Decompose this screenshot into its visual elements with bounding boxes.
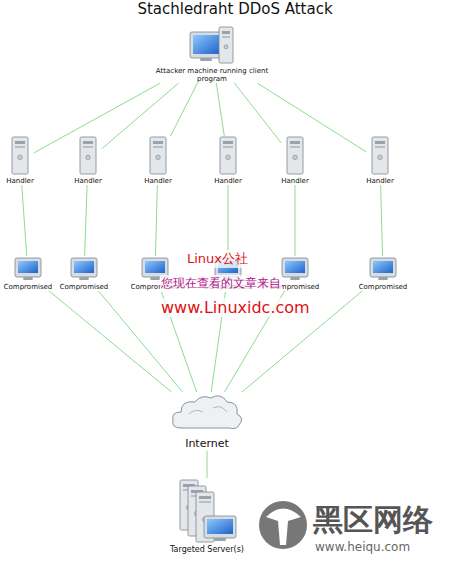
server-icon	[9, 136, 31, 176]
node-label: Handler	[366, 177, 394, 185]
node-label: Handler	[214, 177, 242, 185]
network-link	[85, 185, 88, 256]
compromised-node: Compromised	[4, 256, 53, 291]
diagram-title: Stachledraht DDoS Attack	[0, 0, 470, 18]
heiqu-logo	[259, 501, 307, 549]
network-link	[381, 185, 383, 256]
server-icon	[369, 136, 391, 176]
server-icon	[284, 136, 306, 176]
network-link	[216, 83, 224, 136]
watermark-text: 您现在查看的文章来自	[160, 275, 282, 292]
logo-disc	[259, 501, 307, 549]
monitor-icon	[368, 256, 398, 282]
cloud-icon	[169, 392, 245, 434]
node-label: Compromised	[359, 283, 408, 291]
network-link	[102, 83, 179, 149]
handler-node: Handler	[214, 136, 242, 185]
network-link	[227, 185, 228, 256]
watermark-text: Linux公社	[186, 250, 249, 268]
network-link	[34, 83, 161, 153]
node-label: Compromised	[60, 283, 109, 291]
attacker-icon	[189, 26, 235, 66]
compromised-node: Compromised	[359, 256, 408, 291]
network-link	[257, 83, 366, 152]
server-icon	[217, 136, 239, 176]
network-link	[234, 83, 281, 143]
node-label: Internet	[185, 438, 229, 451]
network-link	[170, 83, 197, 136]
handler-node: Handler	[74, 136, 102, 185]
node-label: Targeted Server(s)	[170, 545, 244, 554]
server-icon	[147, 136, 169, 176]
network-link	[207, 451, 208, 478]
handler-node: Handler	[6, 136, 34, 185]
network-link	[22, 185, 27, 256]
network-link	[155, 185, 157, 256]
handler-node: Handler	[281, 136, 309, 185]
handler-node: Handler	[366, 136, 394, 185]
node-label: Handler	[74, 177, 102, 185]
node-label: Handler	[281, 177, 309, 185]
attacker-node: Attacker machine running client program	[152, 26, 272, 83]
monitor-icon	[280, 256, 310, 282]
server-icon	[77, 136, 99, 176]
target-node: Targeted Server(s)	[170, 478, 244, 554]
node-label: Compromised	[4, 283, 53, 291]
handler-node: Handler	[144, 136, 172, 185]
watermark-url: www.Linuxidc.com	[160, 298, 311, 317]
cloud-node: Internet	[169, 392, 245, 451]
target-icon	[174, 478, 240, 544]
network-link	[49, 291, 171, 392]
node-label: Handler	[6, 177, 34, 185]
network-link	[294, 185, 295, 256]
watermark-url: www.heiqu.com	[314, 540, 411, 554]
watermark-brand: 黑区网络	[312, 500, 434, 541]
logo-mark	[266, 509, 301, 546]
monitor-icon	[69, 256, 99, 282]
node-label: Handler	[144, 177, 172, 185]
compromised-node: Compromised	[60, 256, 109, 291]
node-label: Attacker machine running client program	[152, 67, 272, 83]
monitor-icon	[13, 256, 43, 282]
